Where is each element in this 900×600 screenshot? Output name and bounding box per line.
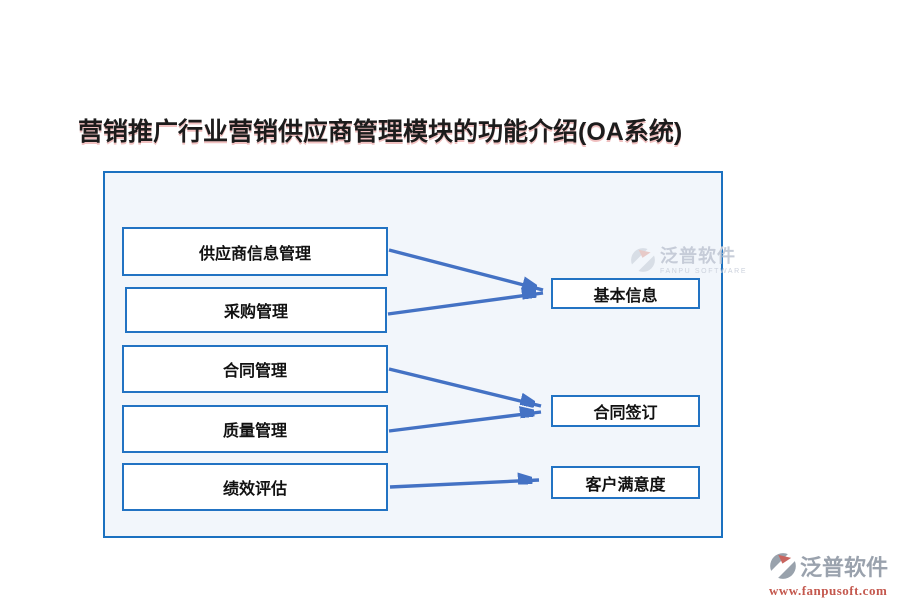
page-title: 营销推广行业营销供应商管理模块的功能介绍(OA系统) bbox=[78, 118, 683, 146]
fanpu-logo-icon bbox=[631, 248, 655, 272]
panel-watermark-brand: 泛普软件 bbox=[660, 246, 736, 266]
footer-watermark-url: www.fanpusoft.com bbox=[769, 583, 888, 598]
node-quality-management: 质量管理 bbox=[122, 405, 388, 453]
fanpu-logo-icon bbox=[770, 553, 796, 579]
node-supplier-info-management: 供应商信息管理 bbox=[122, 227, 388, 276]
node-performance-evaluation: 绩效评估 bbox=[122, 463, 388, 511]
footer-watermark-brand: 泛普软件 bbox=[800, 555, 889, 580]
node-contract-signing: 合同签订 bbox=[551, 395, 700, 427]
node-customer-satisfaction: 客户满意度 bbox=[551, 466, 700, 499]
node-procurement-management: 采购管理 bbox=[125, 287, 387, 333]
panel-watermark-subtitle: FANPU SOFTWARE bbox=[660, 268, 748, 275]
panel-watermark: 泛普软件 FANPU SOFTWARE bbox=[630, 247, 747, 275]
node-contract-management: 合同管理 bbox=[122, 345, 388, 393]
footer-watermark: 泛普软件 www.fanpusoft.com bbox=[769, 550, 888, 599]
node-basic-info: 基本信息 bbox=[551, 278, 700, 309]
